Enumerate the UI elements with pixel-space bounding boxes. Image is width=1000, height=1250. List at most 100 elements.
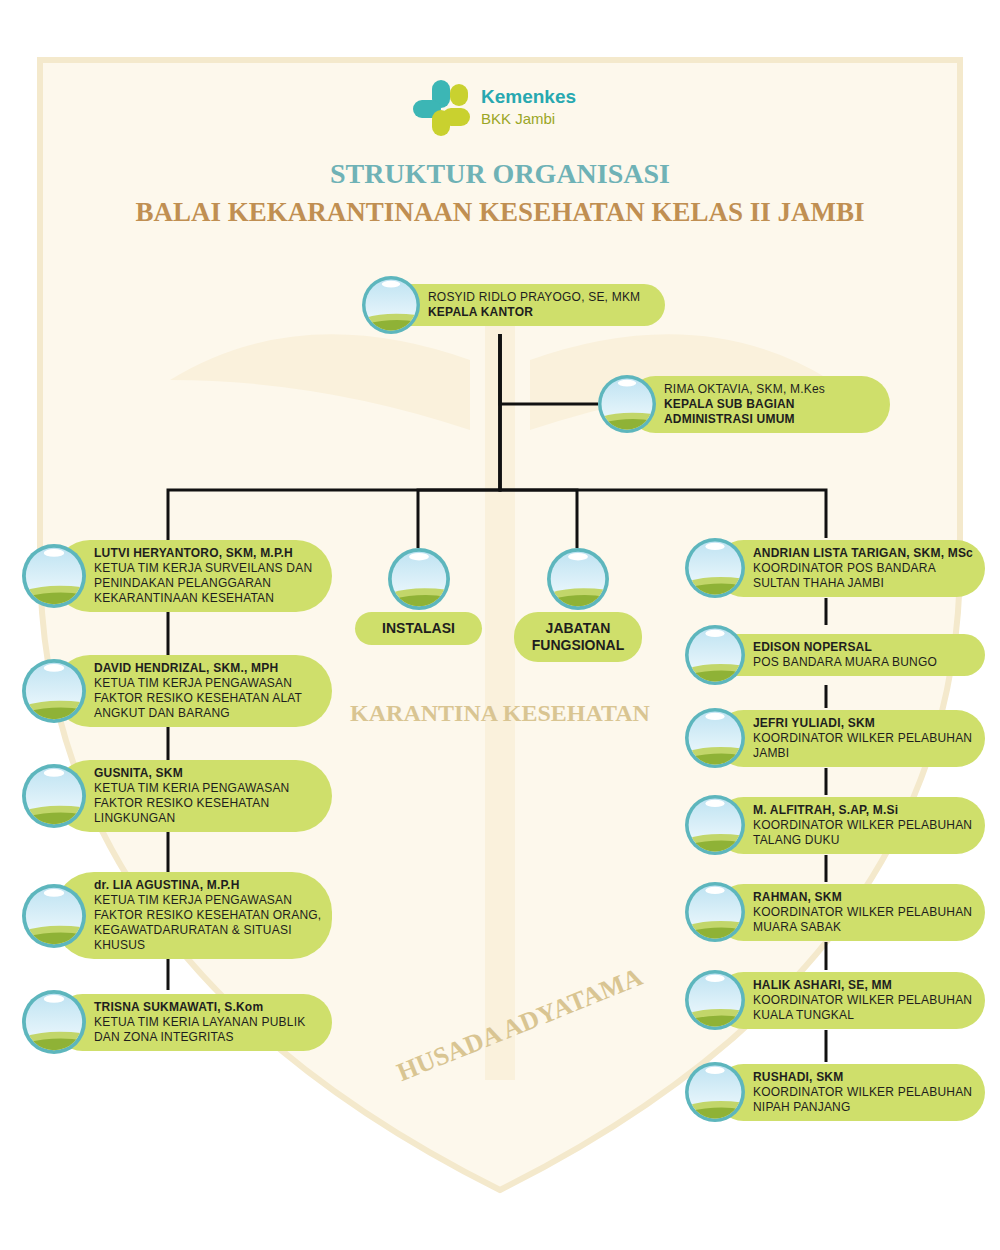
- avatar-hill: [685, 921, 745, 942]
- avatar-cloud: [705, 975, 724, 982]
- person-pill: JEFRI YULIADI, SKMKOORDINATOR WILKER PEL…: [715, 710, 985, 767]
- watermark-text: KARANTINA KESEHATAN: [350, 700, 650, 727]
- person-node: RAHMAN, SKMKOORDINATOR WILKER PELABUHAN …: [685, 882, 985, 942]
- avatar-circle: [362, 276, 420, 334]
- diagram-subtitle: BALAI KEKARANTINAAN KESEHATAN KELAS II J…: [136, 197, 865, 228]
- avatar-hill: [685, 747, 745, 768]
- org-connector: [167, 612, 170, 655]
- person-name: RAHMAN, SKM: [753, 890, 975, 905]
- person-role: KOORDINATOR WILKER PELABUHAN TALANG DUKU: [753, 818, 975, 848]
- org-connector: [168, 334, 500, 540]
- person-pill: DAVID HENDRIZAL, SKM., MPHKETUA TIM KERJ…: [54, 655, 332, 727]
- avatar-hill: [685, 1009, 745, 1030]
- person-name: HALIK ASHARI, SE, MM: [753, 978, 975, 993]
- person-role: KETUA TIM KERIA LAYANAN PUBLIK DAN ZONA …: [94, 1015, 322, 1045]
- avatar-hill: [547, 595, 609, 610]
- avatar-ring: [362, 276, 420, 334]
- avatar-ring: [685, 538, 745, 598]
- avatar-circle: [22, 764, 86, 828]
- avatar-circle: [22, 659, 86, 723]
- avatar-circle: [685, 708, 745, 768]
- avatar-hill: [22, 593, 86, 608]
- person-role: KOORDINATOR WILKER PELABUHAN KUALA TUNGK…: [753, 993, 975, 1023]
- person-name: GUSNITA, SKM: [94, 766, 322, 781]
- person-node: JEFRI YULIADI, SKMKOORDINATOR WILKER PEL…: [685, 708, 985, 768]
- org-connector: [825, 855, 828, 882]
- org-connector: [825, 685, 828, 708]
- avatar-hill: [685, 834, 745, 855]
- person-node: LUTVI HERYANTORO, SKM, M.P.HKETUA TIM KE…: [22, 540, 332, 612]
- avatar-ring: [22, 990, 86, 1054]
- avatar-cloud: [44, 995, 64, 1003]
- avatar-hill: [685, 841, 745, 856]
- person-pill: ROSYID RIDLO PRAYOGO, SE, MKMKEPALA KANT…: [391, 284, 665, 326]
- avatar-hill: [685, 664, 745, 685]
- org-connector: [825, 598, 828, 625]
- person-node: DAVID HENDRIZAL, SKM., MPHKETUA TIM KERJ…: [22, 655, 332, 727]
- logo-petal: [432, 110, 450, 136]
- avatar-ring: [685, 795, 745, 855]
- person-pill: dr. LIA AGUSTINA, M.P.HKETUA TIM KERJA P…: [54, 872, 332, 959]
- unit-name: JABATAN FUNGSIONAL: [520, 620, 636, 654]
- avatar-cloud: [44, 549, 64, 557]
- avatar-circle: [685, 970, 745, 1030]
- avatar-ring: [388, 548, 450, 610]
- person-name: ANDRIAN LISTA TARIGAN, SKM, MSc: [753, 546, 975, 561]
- person-name: M. ALFITRAH, S.AP, M.Si: [753, 803, 975, 818]
- avatar-hill: [362, 314, 420, 334]
- avatar-hill: [388, 588, 450, 610]
- unit-pill: JABATAN FUNGSIONAL: [514, 612, 642, 662]
- person-role: KETUA TIM KERJA PENGAWASAN FAKTOR RESIKO…: [94, 676, 322, 721]
- avatar-hill: [22, 813, 86, 828]
- avatar-cloud: [568, 553, 588, 560]
- avatar-circle: [685, 795, 745, 855]
- person-name: TRISNA SUKMAWATI, S.Kom: [94, 1000, 322, 1015]
- avatar-hill: [22, 1032, 86, 1054]
- person-role: KOORDINATOR WILKER PELABUHAN NIPAH PANJA…: [753, 1085, 975, 1115]
- avatar-circle: [22, 884, 86, 948]
- avatar-hill: [598, 419, 656, 433]
- avatar-cloud: [705, 713, 724, 720]
- person-role: KOORDINATOR POS BANDARA SULTAN THAHA JAM…: [753, 561, 975, 591]
- avatar-hill: [685, 584, 745, 599]
- person-role: KOORDINATOR WILKER PELABUHAN MUARA SABAK: [753, 905, 975, 935]
- person-pill: RIMA OKTAVIA, SKM, M.KesKEPALA SUB BAGIA…: [627, 376, 890, 433]
- person-node: TRISNA SUKMAWATI, S.KomKETUA TIM KERIA L…: [22, 990, 332, 1054]
- org-connector: [500, 334, 598, 404]
- avatar-hill: [388, 595, 450, 610]
- unit-node: INSTALASI: [355, 548, 482, 645]
- watermark-wing-left: [170, 334, 470, 430]
- avatar-cloud: [44, 769, 64, 777]
- avatar-hill: [22, 1039, 86, 1054]
- avatar-hill: [547, 588, 609, 610]
- avatar-hill: [685, 1108, 745, 1123]
- logo-petal: [450, 84, 468, 106]
- avatar-ring: [685, 625, 745, 685]
- diagram-title: STRUKTUR ORGANISASI: [330, 158, 670, 190]
- person-node: ROSYID RIDLO PRAYOGO, SE, MKMKEPALA KANT…: [362, 276, 665, 334]
- avatar-hill: [22, 932, 86, 947]
- person-name: DAVID HENDRIZAL, SKM., MPH: [94, 661, 322, 676]
- avatar-hill: [362, 320, 420, 334]
- avatar-circle: [547, 548, 609, 610]
- logo-text: BKK Jambi: [481, 110, 555, 127]
- person-pill: ANDRIAN LISTA TARIGAN, SKM, MScKOORDINAT…: [715, 540, 985, 597]
- org-connector: [825, 1030, 828, 1062]
- org-connector: [500, 334, 577, 548]
- avatar-cloud: [618, 380, 637, 387]
- person-pill: EDISON NOPERSALPOS BANDARA MUARA BUNGO: [715, 634, 985, 676]
- org-connector: [418, 334, 500, 548]
- person-node: HALIK ASHARI, SE, MMKOORDINATOR WILKER P…: [685, 970, 985, 1030]
- avatar-ring: [685, 882, 745, 942]
- person-name: LUTVI HERYANTORO, SKM, M.P.H: [94, 546, 322, 561]
- org-connector: [167, 959, 170, 990]
- person-role: KETUA TIM KERJA SURVEILANS DAN PENINDAKA…: [94, 561, 322, 606]
- avatar-circle: [388, 548, 450, 610]
- person-name: RIMA OKTAVIA, SKM, M.Kes: [664, 382, 880, 397]
- avatar-cloud: [409, 553, 429, 560]
- avatar-hill: [22, 701, 86, 723]
- person-node: dr. LIA AGUSTINA, M.P.HKETUA TIM KERJA P…: [22, 872, 332, 959]
- avatar-circle: [685, 1062, 745, 1122]
- org-connector: [167, 727, 170, 760]
